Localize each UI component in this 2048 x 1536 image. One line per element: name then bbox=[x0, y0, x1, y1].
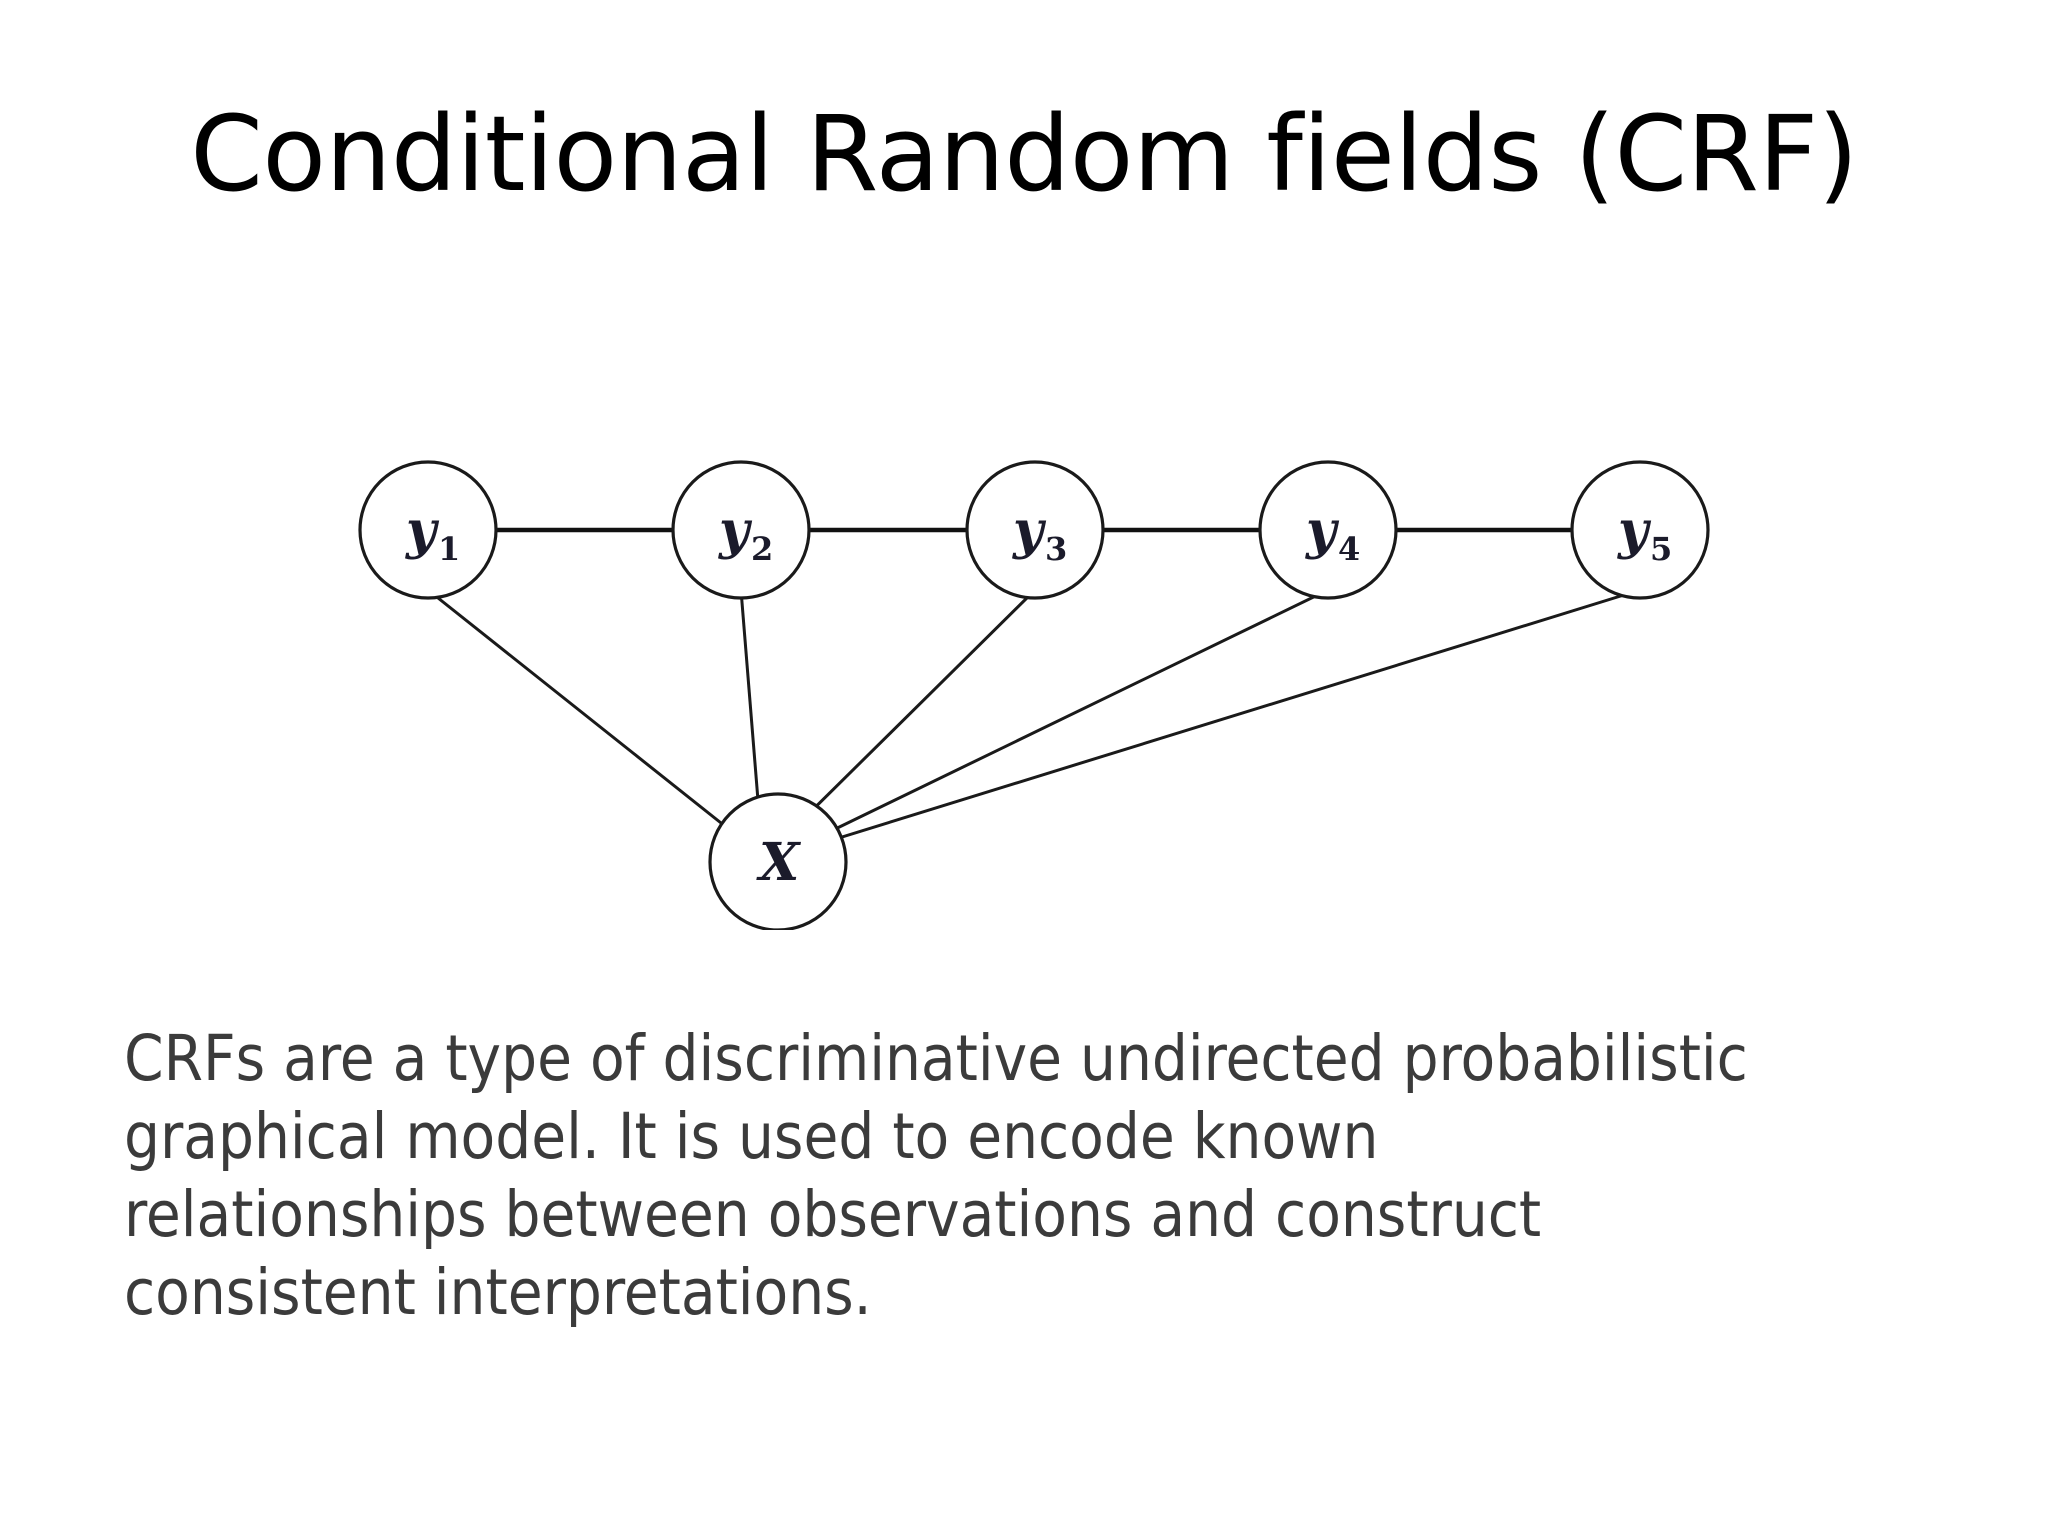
node-circle bbox=[1258, 460, 1398, 600]
edge-y5-x bbox=[799, 588, 1641, 852]
node-label-sub: 1 bbox=[438, 530, 460, 568]
body-line-1: CRFs are a type of discriminative undire… bbox=[124, 1022, 1748, 1095]
body-line-4: consistent interpretations. bbox=[124, 1256, 872, 1329]
node-label-sub: 2 bbox=[751, 530, 773, 568]
crf-graph-svg: y 1 y 2 y 3 y 4 bbox=[358, 460, 1710, 930]
graph-node-y5[interactable]: y 5 bbox=[1570, 460, 1710, 600]
node-label-base: y bbox=[405, 500, 440, 561]
node-circle bbox=[358, 460, 498, 600]
edge-y1-x bbox=[427, 588, 756, 852]
page-title: Conditional Random fields (CRF) bbox=[190, 93, 1858, 215]
node-label-base: y bbox=[1012, 500, 1047, 561]
graph-node-y2[interactable]: y 2 bbox=[671, 460, 811, 600]
graph-node-y3[interactable]: y 3 bbox=[965, 460, 1105, 600]
node-label-base: y bbox=[1617, 500, 1652, 561]
node-circle bbox=[708, 792, 848, 930]
node-circle bbox=[965, 460, 1105, 600]
node-label-sub: 4 bbox=[1338, 530, 1360, 568]
graph-node-x[interactable]: X bbox=[708, 792, 848, 930]
graph-node-y1[interactable]: y 1 bbox=[358, 460, 498, 600]
node-label-sub: 5 bbox=[1650, 530, 1672, 568]
node-circle bbox=[1570, 460, 1710, 600]
node-circle bbox=[671, 460, 811, 600]
body-line-2: graphical model. It is used to encode kn… bbox=[124, 1100, 1379, 1173]
node-label-base: X bbox=[756, 832, 802, 893]
node-label-base: y bbox=[1305, 500, 1340, 561]
body-line-3: relationships between observations and c… bbox=[124, 1178, 1542, 1251]
body-paragraph: CRFs are a type of discriminative undire… bbox=[124, 1020, 1954, 1332]
crf-graph-figure: y 1 y 2 y 3 y 4 bbox=[300, 430, 1760, 930]
edge-y4-x bbox=[791, 588, 1329, 852]
graph-node-y4[interactable]: y 4 bbox=[1258, 460, 1398, 600]
node-label-base: y bbox=[718, 500, 753, 561]
edges-to-observation bbox=[427, 588, 1641, 852]
node-label-sub: 3 bbox=[1045, 530, 1067, 568]
